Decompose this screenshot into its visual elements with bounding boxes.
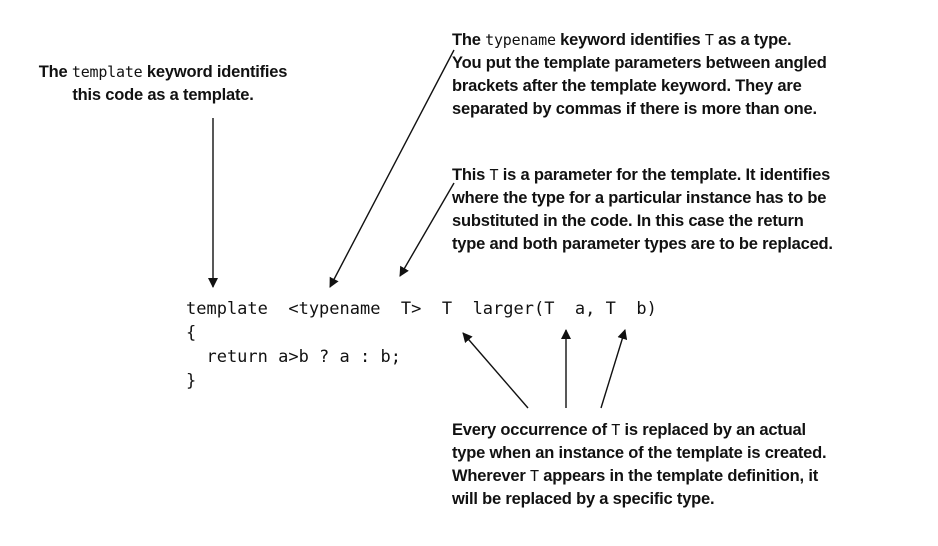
note-line: brackets after the template keyword. The… — [452, 77, 802, 95]
note-line: The template keyword identifies — [18, 61, 308, 84]
note-line: The typename keyword identifies T as a t… — [452, 29, 827, 52]
note-text: as a type. — [713, 31, 792, 49]
code-line-open-brace: { — [186, 323, 197, 343]
note-text: appears in the template definition, it — [538, 467, 818, 485]
note-template-keyword: The template keyword identifies this cod… — [18, 61, 308, 107]
code-keyword: T — [489, 166, 499, 184]
note-line: substituted in the code. In this case th… — [452, 212, 804, 230]
note-text: Every occurrence of — [452, 421, 612, 439]
note-text: keyword identifies — [555, 31, 705, 49]
code-line-close-brace: } — [186, 371, 197, 391]
note-text: This — [452, 166, 490, 184]
code-keyword: T — [611, 421, 621, 439]
note-text: keyword identifies — [142, 63, 288, 81]
note-typename-keyword: The typename keyword identifies T as a t… — [452, 29, 827, 121]
note-text: The — [38, 63, 72, 81]
note-line: This T is a parameter for the template. … — [452, 164, 833, 187]
note-line: separated by commas if there is more tha… — [452, 100, 817, 118]
note-line: where the type for a particular instance… — [452, 189, 827, 207]
note-text: The — [452, 31, 486, 49]
arrow-return-type — [462, 332, 529, 409]
arrow-param-b-type — [600, 329, 628, 409]
note-line: will be replaced by a specific type. — [452, 490, 715, 508]
note-text: is a parameter for the template. It iden… — [498, 166, 831, 184]
note-occurrence: Every occurrence of T is replaced by an … — [452, 419, 827, 511]
code-keyword: template — [71, 63, 143, 81]
code-keyword: T — [704, 31, 714, 49]
note-line: You put the template parameters between … — [452, 54, 827, 72]
note-text: is replaced by an actual — [620, 421, 806, 439]
note-line: Wherever T appears in the template defin… — [452, 465, 826, 488]
code-line-return: return a>b ? a : b; — [186, 347, 401, 367]
note-parameter-t: This T is a parameter for the template. … — [452, 164, 833, 256]
note-line: Every occurrence of T is replaced by an … — [452, 419, 826, 442]
code-line-signature: template <typename T> T larger(T a, T b) — [186, 299, 657, 319]
arrow-parameter-t — [399, 182, 455, 277]
note-line: type when an instance of the template is… — [452, 444, 827, 462]
note-line: this code as a template. — [72, 86, 254, 104]
code-keyword: typename — [485, 31, 556, 49]
note-line: type and both parameter types are to be … — [452, 235, 833, 253]
note-text: Wherever — [452, 467, 530, 485]
code-block: template <typename T> T larger(T a, T b)… — [186, 297, 657, 393]
code-keyword: T — [530, 467, 539, 485]
arrow-typename-keyword — [329, 49, 455, 288]
